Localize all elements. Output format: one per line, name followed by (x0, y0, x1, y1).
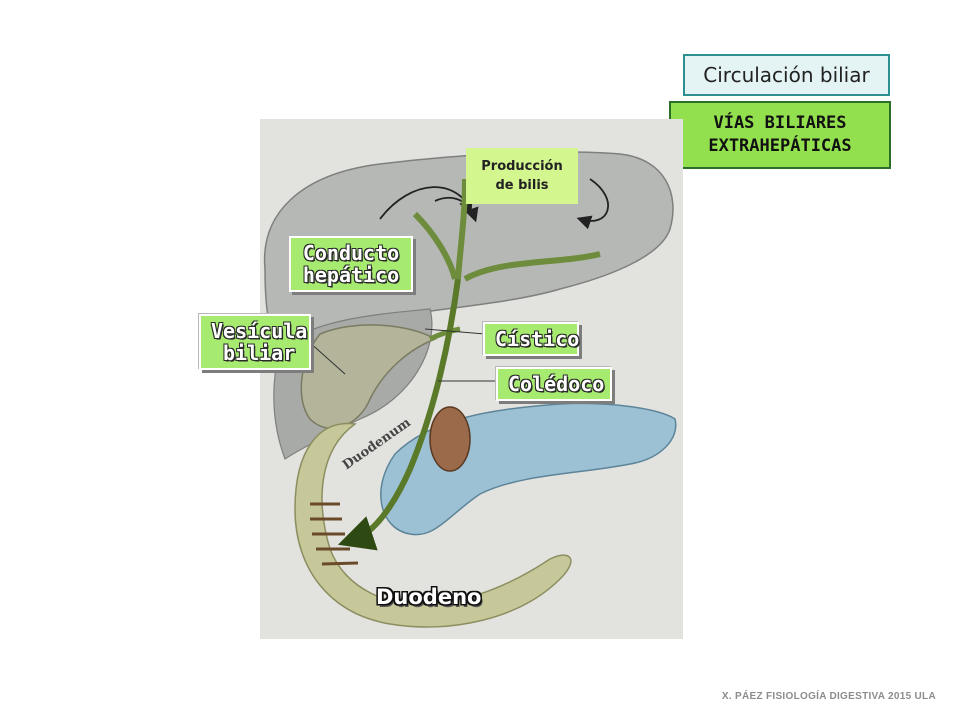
hepatic-duct-right (463, 251, 601, 282)
gallbladder-shape (300, 324, 437, 429)
cystic-duct (428, 326, 461, 342)
duodeno-label: Duodeno (376, 585, 482, 609)
vesicula-biliar-label: Vesícula biliar (199, 314, 311, 370)
anatomy-illustration: Duodenum (260, 119, 683, 639)
title-box: Circulación biliar (683, 54, 890, 96)
produccion-line-2: de bilis (495, 178, 549, 193)
vesicula-line-2: biliar (223, 341, 296, 365)
common-bile-duct (337, 278, 461, 551)
cistico-label: Cístico (483, 322, 579, 356)
hepatic-duct-center (455, 178, 468, 280)
conducto-line-2: hepático (302, 263, 400, 287)
subtitle-line-1: VÍAS BILIARES (713, 113, 847, 133)
stomach-cut (429, 406, 471, 472)
coledoco-text: Colédoco (508, 372, 605, 396)
coledoco-label: Colédoco (496, 367, 612, 401)
duodenum-loop (294, 422, 572, 628)
leader-cistico (424, 328, 486, 335)
bile-flow-arrow-mid (434, 197, 473, 215)
produccion-line-1: Producción (481, 159, 563, 174)
produccion-de-bilis-label: Producción de bilis (466, 148, 578, 204)
duodenum-folds (310, 502, 359, 566)
conducto-hepatico-label: Conducto hepático (289, 236, 413, 292)
bile-flow-arrow-right (576, 178, 609, 230)
conducto-line-1: Conducto (302, 241, 400, 265)
footer-credit: X. PÁEZ FISIOLOGÍA DIGESTIVA 2015 ULA (721, 691, 936, 702)
hepatic-duct-left (412, 211, 458, 280)
subtitle-line-2: EXTRAHEPÁTICAS (708, 136, 852, 156)
vesicula-line-1: Vesícula (211, 319, 308, 343)
title-text: Circulación biliar (703, 63, 870, 87)
leader-vesicula (307, 340, 346, 375)
subtitle-box: VÍAS BILIARES EXTRAHEPÁTICAS (669, 101, 891, 169)
cistico-text: Cístico (495, 327, 580, 351)
